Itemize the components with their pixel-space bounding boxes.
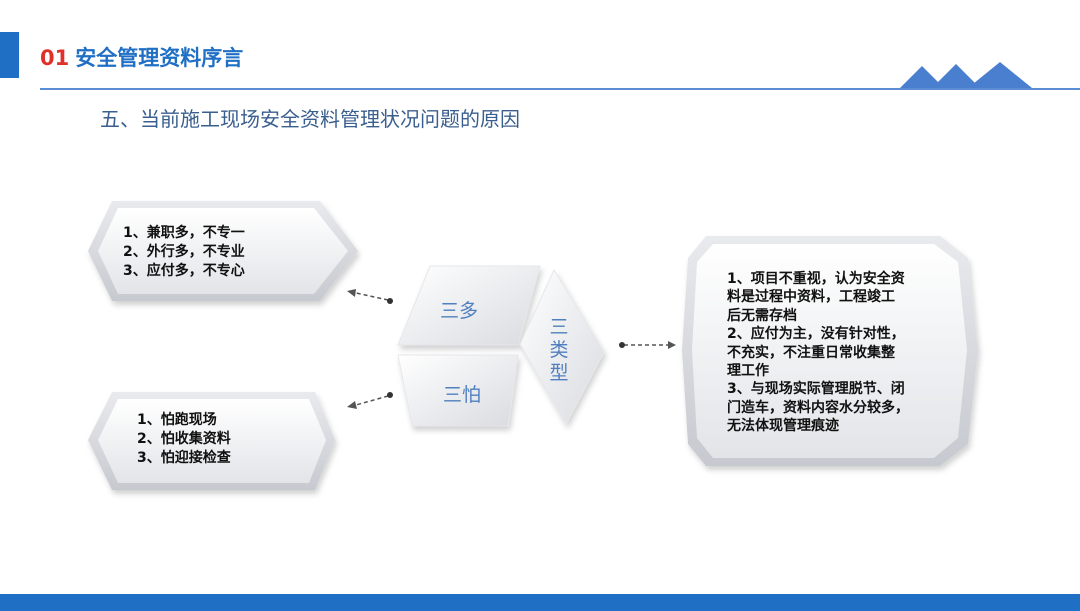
text-line: 1、项目不重视，认为安全资 <box>727 271 905 287</box>
list-item: 1、兼职多，不专一 <box>123 225 245 241</box>
left-bottom-box-text: 1、怕跑现场 2、怕收集资料 3、怕迎接检查 <box>137 411 231 468</box>
list-item: 1、怕跑现场 <box>137 412 217 428</box>
center-right-face <box>519 268 605 426</box>
text-line: 门造车，资料内容水分较多， <box>727 399 909 416</box>
text-line: 3、与现场实际管理脱节、闭 <box>727 381 905 398</box>
right-box-text: 1、项目不重视，认为安全资 料是过程中资料，工程竣工 后无需存档 2、应付为主，… <box>727 270 909 436</box>
center-right-label: 三类型 <box>549 316 569 384</box>
connector-top-left <box>347 289 393 304</box>
text-line: 后无需存档 <box>727 307 797 324</box>
text-line: 2、应付为主，没有针对性， <box>727 326 905 343</box>
list-item: 2、外行多，不专业 <box>123 244 245 260</box>
connector-bottom-left <box>347 392 393 409</box>
text-line: 不充实，不注重日常收集整 <box>727 344 895 361</box>
center-top-face <box>397 265 541 346</box>
section-title-text: 安全管理资料序言 <box>75 46 244 70</box>
footer-bar <box>0 594 1080 611</box>
text-line: 料是过程中资料，工程竣工 <box>727 289 895 306</box>
list-item: 3、怕迎接检查 <box>137 450 231 466</box>
connector-right <box>619 341 676 349</box>
text-line: 无法体现管理痕迹 <box>727 418 839 435</box>
center-top-label: 三多 <box>440 300 479 322</box>
left-top-box <box>88 201 358 301</box>
list-item: 3、应付多，不专心 <box>123 263 245 279</box>
list-item: 2、怕收集资料 <box>137 431 231 447</box>
header-accent-bar <box>0 32 19 78</box>
left-bottom-box <box>88 392 335 490</box>
right-box <box>682 236 978 466</box>
page-subtitle: 五、当前施工现场安全资料管理状况问题的原因 <box>100 107 520 131</box>
mountains-logo-icon <box>900 62 1032 88</box>
header-divider <box>40 88 1080 90</box>
text-line: 理工作 <box>727 363 769 380</box>
section-number: 01 <box>40 46 70 70</box>
center-bottom-label: 三怕 <box>443 384 482 406</box>
center-bottom-face <box>397 354 519 427</box>
left-top-box-text: 1、兼职多，不专一 2、外行多，不专业 3、应付多，不专心 <box>123 224 245 281</box>
